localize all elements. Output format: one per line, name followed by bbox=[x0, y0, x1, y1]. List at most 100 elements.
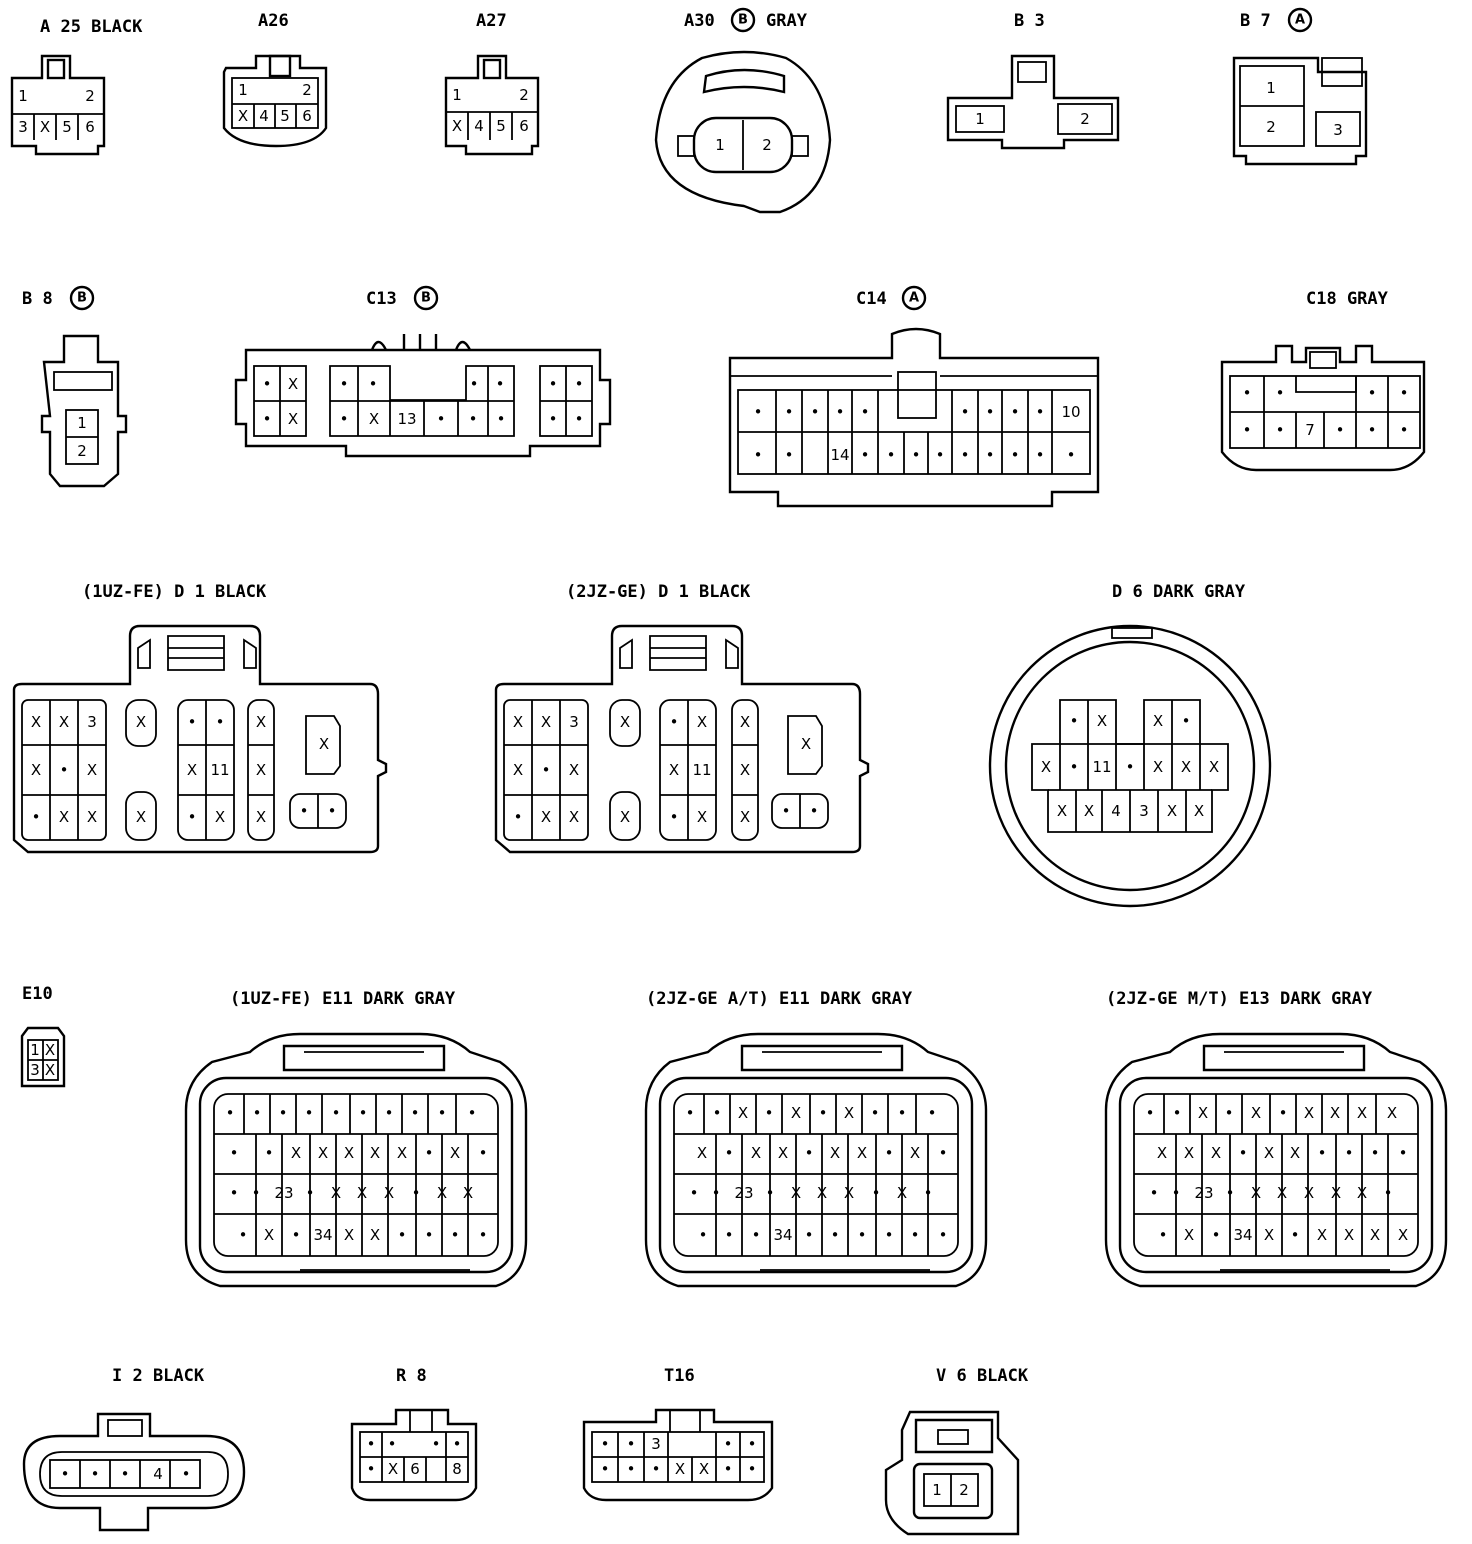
pin-label: X bbox=[318, 1144, 328, 1162]
pin-label: X bbox=[830, 1144, 840, 1162]
pin-label: • bbox=[479, 1144, 488, 1162]
pin-label: • bbox=[300, 802, 309, 820]
pin-label: X bbox=[801, 735, 811, 753]
connector-e10-caption: E10 bbox=[22, 984, 53, 1004]
pin-label: 14 bbox=[830, 446, 849, 464]
pin-label: • bbox=[911, 1226, 920, 1244]
pin-label: • bbox=[542, 761, 551, 779]
pin-label: • bbox=[805, 1226, 814, 1244]
pin-label: X bbox=[791, 1184, 801, 1202]
pin-label: X bbox=[1181, 758, 1191, 776]
e13-row4: • X • 34 X • X X X X bbox=[1159, 1226, 1409, 1244]
pin-label: • bbox=[898, 1104, 907, 1122]
pin-label: • bbox=[1336, 421, 1345, 439]
pin-label: • bbox=[1067, 446, 1076, 464]
pin-label: X bbox=[331, 1184, 341, 1202]
badge-circle bbox=[1287, 7, 1313, 33]
connector-t16-caption: T16 bbox=[664, 1366, 695, 1386]
pin-label: X bbox=[620, 808, 630, 826]
e11b-row1: • • X • X • X • • • bbox=[686, 1104, 937, 1122]
pin-label: • bbox=[252, 1184, 261, 1202]
pin-label: • bbox=[686, 1104, 695, 1122]
pin-label: X bbox=[1357, 1104, 1367, 1122]
pin-label: 23 bbox=[1194, 1184, 1213, 1202]
pin-label: 1 bbox=[715, 136, 725, 154]
pin-label: 1 bbox=[18, 87, 28, 105]
pin-label: • bbox=[432, 1435, 441, 1453]
pin-label: • bbox=[328, 802, 337, 820]
pin-label: • bbox=[479, 1226, 488, 1244]
pin-label: • bbox=[652, 1460, 661, 1478]
pin-label: X bbox=[59, 808, 69, 826]
pin-label: X bbox=[1084, 802, 1094, 820]
connector-a26: A26 1 2 X 4 5 6 bbox=[222, 11, 328, 148]
pin-label: X bbox=[369, 410, 379, 428]
pin-label: X bbox=[1304, 1184, 1314, 1202]
pin-label: 4 bbox=[153, 1465, 163, 1483]
pin-label: 34 bbox=[773, 1226, 792, 1244]
pin-label: X bbox=[256, 761, 266, 779]
pin-label: X bbox=[452, 117, 462, 135]
pin-label: • bbox=[468, 1104, 477, 1122]
pin-label: • bbox=[1291, 1226, 1300, 1244]
pin-label: • bbox=[1070, 758, 1079, 776]
pin-label: • bbox=[1279, 1104, 1288, 1122]
pin-label: • bbox=[388, 1435, 397, 1453]
connector-a30: A30 B GRAY 1 2 bbox=[654, 7, 832, 214]
pin-label: • bbox=[60, 761, 69, 779]
pin-label: X bbox=[1167, 802, 1177, 820]
pin-label: 4 bbox=[259, 107, 269, 125]
pin-label: 2 bbox=[85, 87, 95, 105]
pin-label: X bbox=[388, 1460, 398, 1478]
connector-c14-caption: C14 bbox=[856, 289, 887, 309]
pin-label: • bbox=[263, 410, 272, 428]
pin-label: X bbox=[675, 1460, 685, 1478]
pin-label: • bbox=[385, 1104, 394, 1122]
pin-label: X bbox=[740, 808, 750, 826]
pin-label: • bbox=[121, 1465, 130, 1483]
pin-label: • bbox=[725, 1226, 734, 1244]
pin-label: • bbox=[451, 1226, 460, 1244]
connector-i2: I 2 BLACK • • • 4 • bbox=[22, 1366, 246, 1532]
pin-label: 1 bbox=[30, 1041, 40, 1059]
pin-label: • bbox=[601, 1460, 610, 1478]
pin-label: • bbox=[836, 403, 845, 421]
pin-label: • bbox=[549, 375, 558, 393]
pin-label: X bbox=[1387, 1104, 1397, 1122]
pin-label: • bbox=[754, 403, 763, 421]
pin-label: • bbox=[1159, 1226, 1168, 1244]
pin-label: • bbox=[1243, 421, 1252, 439]
pin-label: X bbox=[319, 735, 329, 753]
pin-label: X bbox=[1209, 758, 1219, 776]
pin-label: • bbox=[831, 1226, 840, 1244]
pin-label: X bbox=[397, 1144, 407, 1162]
pin-label: X bbox=[344, 1226, 354, 1244]
pin-label: X bbox=[31, 761, 41, 779]
pin-label: X bbox=[370, 1144, 380, 1162]
pin-label: 6 bbox=[410, 1460, 420, 1478]
connector-e13-caption: (2JZ-GE M/T) E13 DARK GRAY bbox=[1106, 989, 1373, 1009]
pin-label: • bbox=[805, 1144, 814, 1162]
connector-c18: C18 GRAY • • • • • • 7 • • • bbox=[1220, 289, 1426, 472]
e11a-row1: • • • • • • • • • • bbox=[226, 1104, 477, 1122]
pin-label: • bbox=[1011, 403, 1020, 421]
pin-label: • bbox=[872, 1184, 881, 1202]
pin-label: X bbox=[256, 808, 266, 826]
pin-label: • bbox=[712, 1184, 721, 1202]
pin-label: X bbox=[1331, 1184, 1341, 1202]
pin-label: X bbox=[1153, 712, 1163, 730]
pin-label: • bbox=[216, 713, 225, 731]
pin-label: • bbox=[1276, 421, 1285, 439]
pin-label: X bbox=[1153, 758, 1163, 776]
pin-label: • bbox=[1368, 421, 1377, 439]
pin-label: X bbox=[238, 107, 248, 125]
pin-label: • bbox=[699, 1226, 708, 1244]
pin-label: • bbox=[928, 1104, 937, 1122]
connector-a26-caption: A26 bbox=[258, 11, 289, 31]
pin-label: X bbox=[1290, 1144, 1300, 1162]
pin-label: 8 bbox=[452, 1460, 462, 1478]
pin-label: • bbox=[332, 1104, 341, 1122]
pin-label: • bbox=[986, 403, 995, 421]
pin-label: • bbox=[924, 1184, 933, 1202]
connector-b7: B 7 A 1 2 3 bbox=[1232, 7, 1368, 166]
